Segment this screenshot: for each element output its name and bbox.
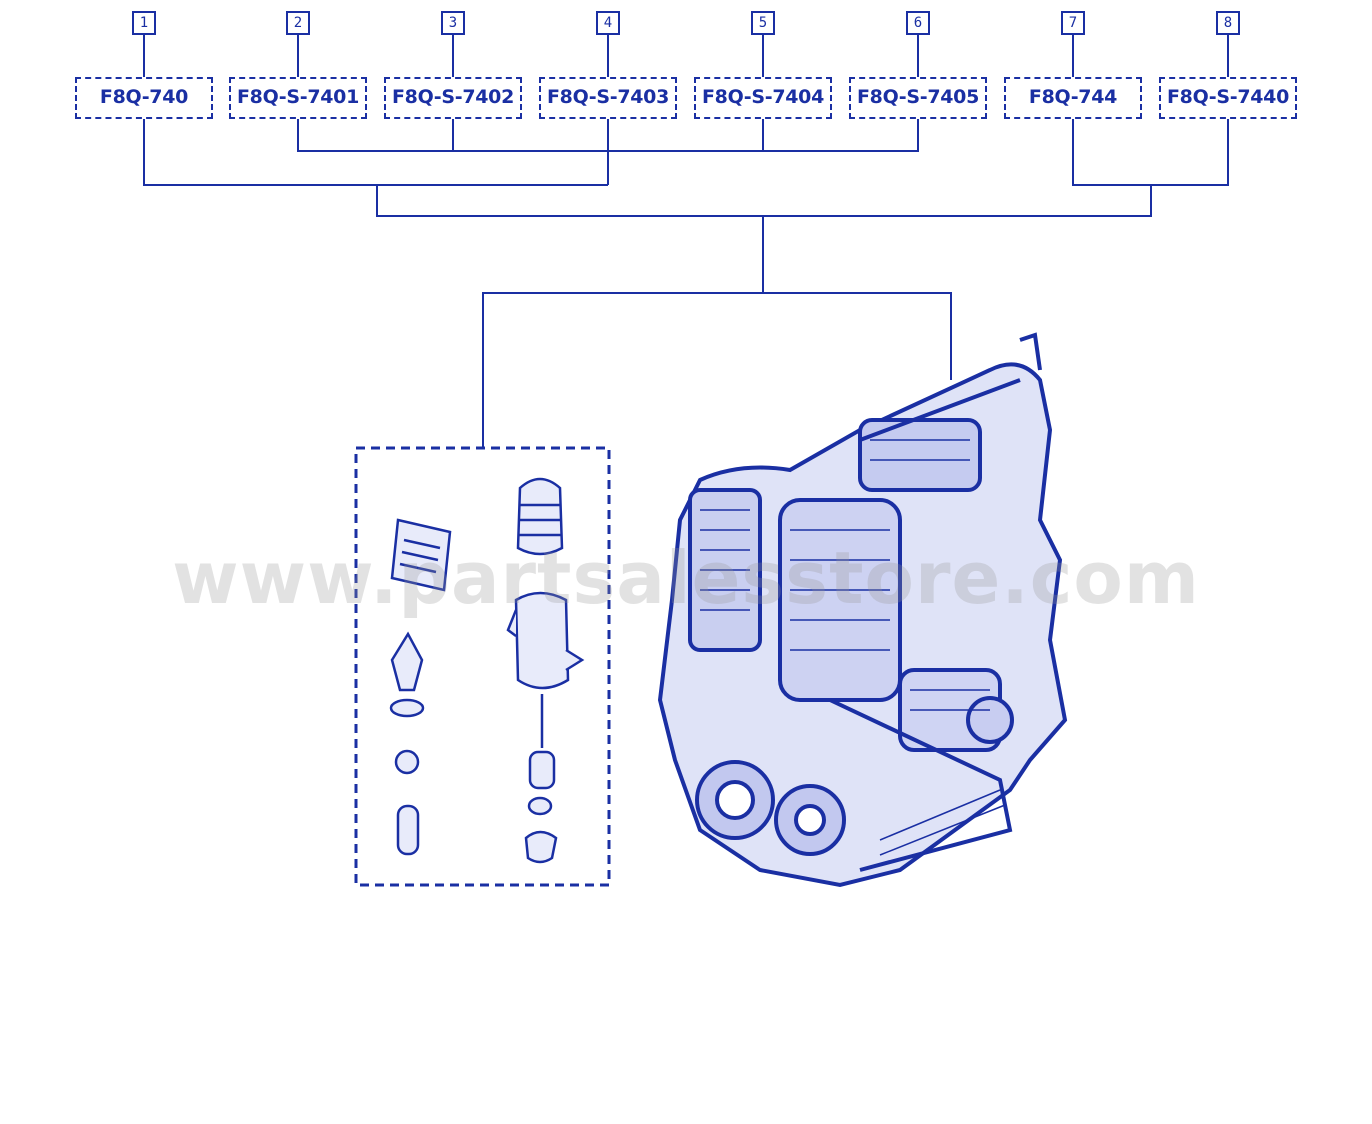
callout-number-7: 7 xyxy=(1061,11,1085,35)
callout-number-6: 6 xyxy=(906,11,930,35)
part-code-box-4[interactable]: F8Q-S-7403 xyxy=(539,77,677,119)
part-code-box-8[interactable]: F8Q-S-7440 xyxy=(1159,77,1297,119)
callout-number-1: 1 xyxy=(132,11,156,35)
callout-number-3: 3 xyxy=(441,11,465,35)
part-code-box-3[interactable]: F8Q-S-7402 xyxy=(384,77,522,119)
engine-illustration xyxy=(657,332,1068,888)
part-code-box-7[interactable]: F8Q-744 xyxy=(1004,77,1142,119)
callout-number-8: 8 xyxy=(1216,11,1240,35)
part-code-box-2[interactable]: F8Q-S-7401 xyxy=(229,77,367,119)
part-code-box-6[interactable]: F8Q-S-7405 xyxy=(849,77,987,119)
part-code-box-5[interactable]: F8Q-S-7404 xyxy=(694,77,832,119)
kit-box xyxy=(354,446,611,887)
engine-hatching xyxy=(700,439,1006,856)
part-code-box-1[interactable]: F8Q-740 xyxy=(75,77,213,119)
kit-parts-illustration xyxy=(389,477,585,864)
connector-lines xyxy=(143,35,1229,448)
callout-number-5: 5 xyxy=(751,11,775,35)
callout-number-4: 4 xyxy=(596,11,620,35)
callout-number-2: 2 xyxy=(286,11,310,35)
